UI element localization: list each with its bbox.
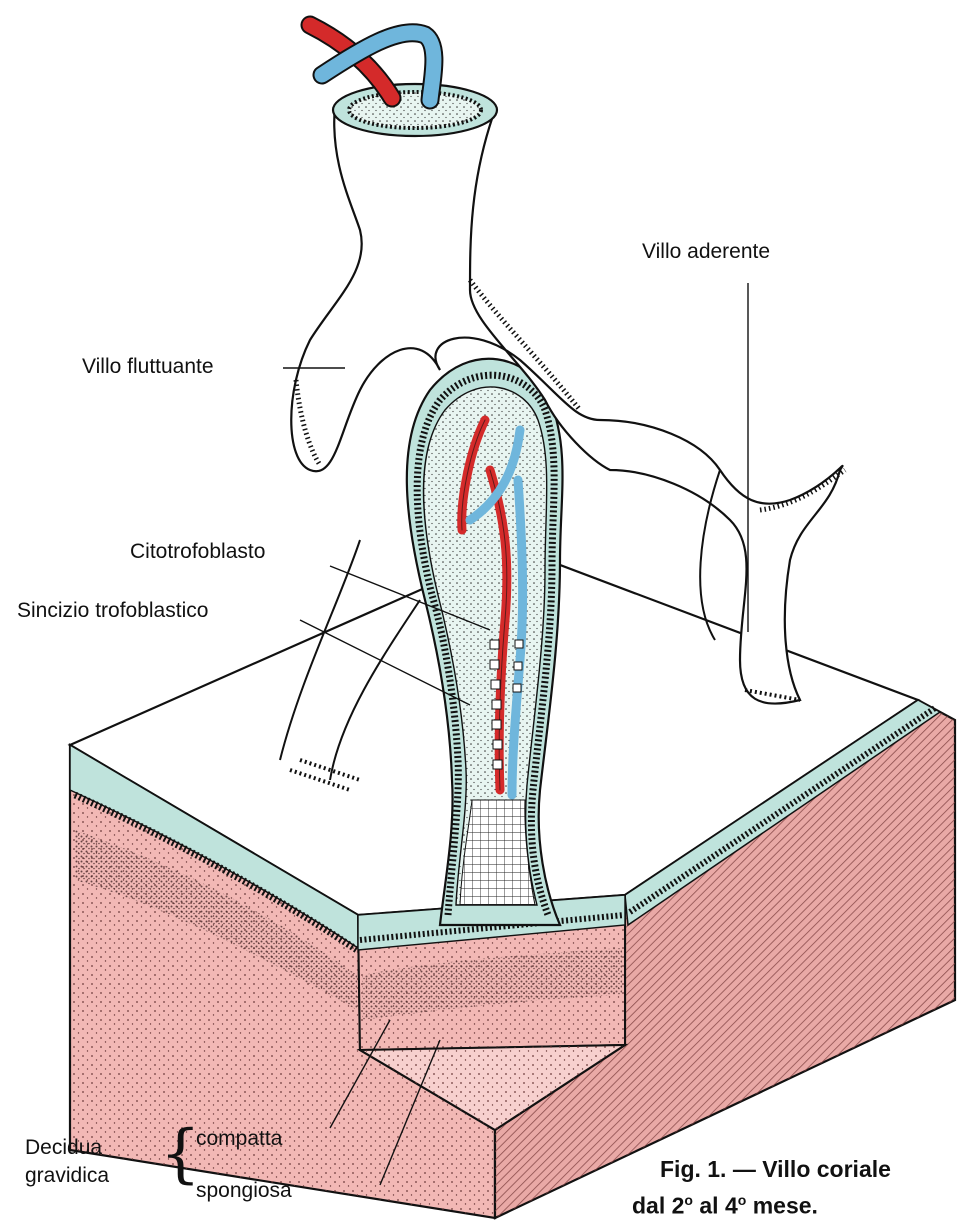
label-villo-aderente: Villo aderente — [642, 241, 770, 262]
label-citotrofoblasto: Citotrofoblasto — [130, 541, 265, 562]
label-compatta: compatta — [196, 1128, 282, 1149]
caption-line-2: dal 2o al 4o mese. — [632, 1193, 818, 1218]
label-villo-fluttuante: Villo fluttuante — [82, 356, 214, 377]
label-spongiosa: spongiosa — [196, 1180, 292, 1201]
label-decidua: Decidua — [25, 1137, 102, 1158]
label-gravidica: gravidica — [25, 1165, 109, 1186]
cell-column — [460, 800, 535, 905]
caption-line-1: Fig. 1. — Villo coriale — [660, 1158, 891, 1181]
label-sincizio-trofoblastico: Sincizio trofoblastico — [17, 600, 208, 621]
brace-symbol: { — [160, 1122, 201, 1186]
